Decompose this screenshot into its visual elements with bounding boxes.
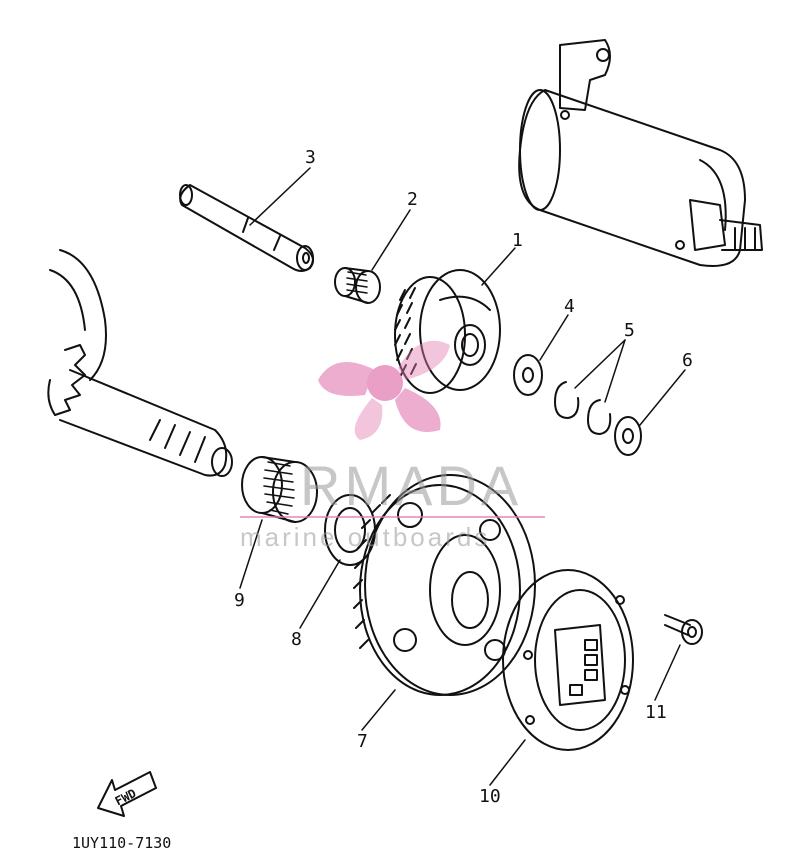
armada-watermark: RMADA marine outboards xyxy=(240,340,545,552)
idler-gear xyxy=(394,269,501,394)
needle-bearing-9 xyxy=(241,456,318,523)
callout-labels: 1 2 3 4 5 6 7 8 9 10 11 xyxy=(234,147,693,807)
callout-10: 10 xyxy=(479,786,501,807)
callout-8: 8 xyxy=(291,629,302,650)
callout-11: 11 xyxy=(645,702,667,723)
callout-9: 9 xyxy=(234,590,245,611)
needle-bearing-small xyxy=(334,267,381,304)
idler-shaft xyxy=(179,184,315,272)
callout-3: 3 xyxy=(305,147,316,168)
one-way-clutch xyxy=(502,569,634,751)
bolt xyxy=(664,614,703,645)
starter-motor xyxy=(518,39,763,267)
callout-7: 7 xyxy=(357,731,368,752)
leader-lines xyxy=(239,167,686,786)
starter-gear xyxy=(353,474,536,696)
watermark-tagline: marine outboards xyxy=(240,522,490,552)
fwd-arrow-icon xyxy=(97,771,157,817)
washer-4 xyxy=(513,354,543,396)
propeller-logo-icon xyxy=(318,340,450,440)
callout-1: 1 xyxy=(512,230,523,251)
drawing-code: 1UY110-7130 xyxy=(72,834,171,852)
callout-2: 2 xyxy=(407,189,418,210)
crankshaft xyxy=(47,249,233,477)
callout-5: 5 xyxy=(624,320,635,341)
washer-6 xyxy=(614,416,642,456)
callout-6: 6 xyxy=(682,350,693,371)
watermark-brand: RMADA xyxy=(300,454,522,517)
circlips-5 xyxy=(554,381,612,435)
callout-4: 4 xyxy=(564,296,575,317)
